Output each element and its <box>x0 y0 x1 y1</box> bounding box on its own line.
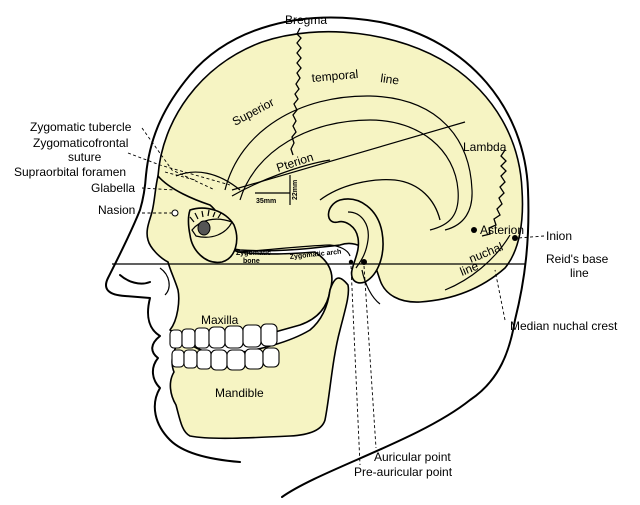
label-auricular-point: Auricular point <box>374 450 451 464</box>
label-maxilla: Maxilla <box>201 313 239 327</box>
label-zygomatic-bone-2: bone <box>243 258 260 265</box>
label-pre-auricular-point: Pre-auricular point <box>354 465 453 479</box>
inferior-temporal-line <box>239 119 459 231</box>
inion-point <box>512 235 518 241</box>
squamous-suture <box>319 179 441 221</box>
leader-inion <box>517 235 545 239</box>
nose <box>119 274 151 285</box>
label-supraorbital-foramen: Supraorbital foramen <box>14 165 126 179</box>
zygomatic-arch <box>237 244 351 257</box>
mastoid <box>361 269 381 305</box>
lower-teeth <box>171 347 280 371</box>
leader-pre-auricular <box>350 265 361 466</box>
frankfort-guide-line <box>231 121 466 191</box>
label-asterion: Asterion <box>480 223 524 237</box>
label-mandible: Mandible <box>215 386 264 400</box>
label-bregma: Bregma <box>285 13 327 27</box>
nuchal-line <box>444 234 511 291</box>
label-zygomaticofrontal-2: suture <box>68 150 102 164</box>
leader-glabella <box>141 187 176 191</box>
label-nasion: Nasion <box>98 203 135 217</box>
label-glabella: Glabella <box>91 181 135 195</box>
leader-auricular <box>363 265 377 449</box>
lambdoid-suture <box>481 149 507 237</box>
label-zygomatic-tubercle: Zygomatic tubercle <box>30 120 132 134</box>
eye-lashes <box>189 209 222 223</box>
ear-inner <box>347 211 369 269</box>
label-median-nuchal-crest: Median nuchal crest <box>510 319 618 333</box>
leader-zygomaticofrontal <box>127 152 231 186</box>
label-inion: Inion <box>546 229 572 243</box>
nostril <box>159 267 170 296</box>
asterion-point <box>471 227 477 233</box>
label-lambda: Lambda <box>463 140 507 154</box>
head-outline <box>105 16 530 498</box>
upper-teeth <box>169 323 278 349</box>
label-22mm: 22mm <box>292 180 299 200</box>
nasion-point <box>171 209 179 217</box>
label-zygomaticofrontal-1: Zygomaticofrontal <box>33 136 128 150</box>
label-reids-base-2: line <box>570 266 589 280</box>
label-temporal: temporal <box>311 67 359 85</box>
eye-iris <box>197 220 211 236</box>
superior-temporal-line <box>224 95 473 231</box>
pterion-line <box>231 159 331 197</box>
leader-median-nuchal <box>494 269 506 321</box>
label-reids-base-1: Reid's base <box>546 252 609 266</box>
label-zygomatic-bone-1: Zygomatic <box>236 250 271 257</box>
pre-auricular-dot <box>348 259 354 265</box>
coronal-suture <box>290 27 302 156</box>
ear-outer <box>327 198 384 284</box>
label-35mm: 35mm <box>256 198 276 205</box>
cranium <box>157 30 524 303</box>
leader-zygomatic-tubercle <box>141 127 216 191</box>
label-line: line <box>380 71 401 88</box>
label-nuchal-line: line <box>458 259 481 279</box>
